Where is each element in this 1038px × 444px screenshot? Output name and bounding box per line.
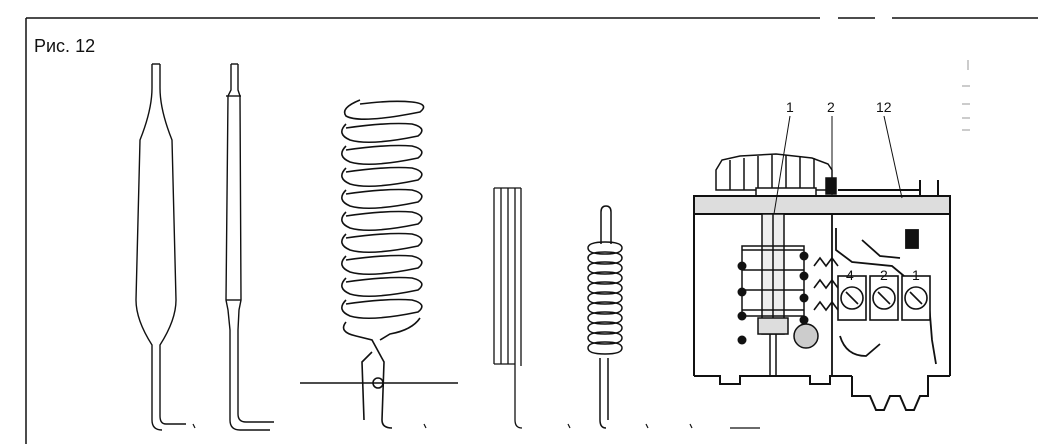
terminal-4 <box>837 275 867 321</box>
control-knob <box>715 153 837 197</box>
baseline-marks <box>192 423 760 429</box>
terminal-label-4: 4 <box>846 267 854 283</box>
coil-sensor-large <box>300 99 458 429</box>
internal-wiring <box>831 214 937 376</box>
terminal-label-2: 2 <box>880 267 888 283</box>
terminal-2 <box>869 275 899 321</box>
terminal-1 <box>901 275 931 321</box>
contact-springs <box>813 256 839 312</box>
housing <box>693 180 951 411</box>
callout-leaders <box>773 115 903 215</box>
bulb-sensor-left <box>135 63 186 431</box>
frame-border <box>25 17 1038 444</box>
callout-2: 2 <box>827 99 835 115</box>
bellows-assembly <box>741 213 819 376</box>
capillary-tubes <box>493 187 523 429</box>
bulb-sensor-straight <box>225 63 274 431</box>
figure-label: Рис. 12 <box>34 36 96 56</box>
callout-1: 1 <box>786 99 794 115</box>
top-right-marks <box>962 60 970 131</box>
terminal-label-1: 1 <box>912 267 920 283</box>
callout-12: 12 <box>876 99 892 115</box>
thermostat-cross-section <box>693 115 951 411</box>
fastener-dots <box>737 251 809 345</box>
coil-sensor-small <box>587 205 623 429</box>
